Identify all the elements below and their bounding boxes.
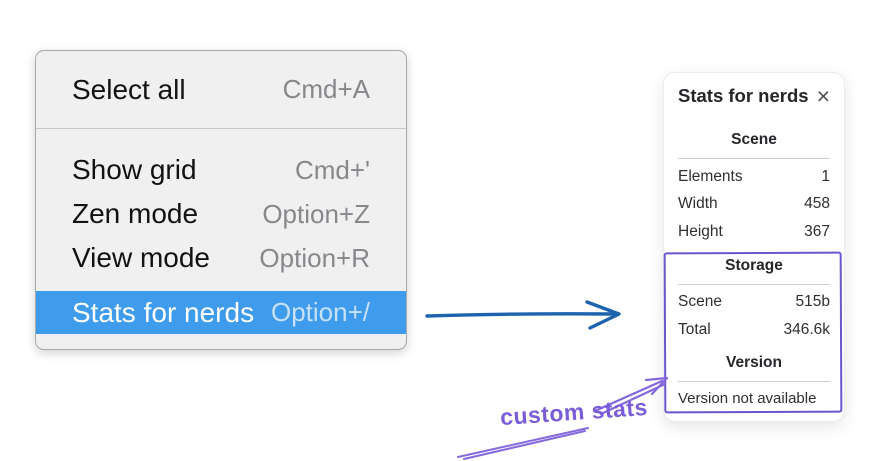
stats-panel-header: Stats for nerds × xyxy=(678,83,830,109)
blue-arrow xyxy=(425,300,621,330)
section-heading-scene: Scene xyxy=(731,131,777,148)
stat-value: 1 xyxy=(821,167,830,185)
menu-item-show-grid[interactable]: Show grid Cmd+' xyxy=(36,148,406,192)
menu-item-label: View mode xyxy=(72,242,211,273)
annotation-underline xyxy=(457,427,589,460)
stat-row-width: Width 458 xyxy=(678,191,830,219)
menu-item-shortcut: Option+/ xyxy=(270,297,370,327)
scene-rows: Elements 1 Width 458 Height 367 xyxy=(678,163,830,246)
menu-item-shortcut: Option+Z xyxy=(262,198,370,229)
menu-item-label: Zen mode xyxy=(72,198,199,229)
stat-value: 458 xyxy=(804,195,830,213)
menu-group: Show grid Cmd+' Zen mode Option+Z View m… xyxy=(36,129,406,334)
menu-item-shortcut: Cmd+A xyxy=(282,74,370,104)
menu-item-stats-for-nerds[interactable]: Stats for nerds Option+/ xyxy=(36,291,406,334)
version-note: Version not available xyxy=(678,390,817,407)
section-divider xyxy=(678,158,830,159)
stat-label: Width xyxy=(678,195,718,213)
menu-item-view-mode[interactable]: View mode Option+R xyxy=(36,236,406,280)
stat-label: Scene xyxy=(678,293,722,311)
menu-item-label: Stats for nerds xyxy=(72,296,255,328)
menu-item-zen-mode[interactable]: Zen mode Option+Z xyxy=(36,192,406,236)
stat-row-elements: Elements 1 xyxy=(678,163,830,191)
stat-row-scene-storage: Scene 515b xyxy=(678,289,830,317)
menu-divider xyxy=(36,128,406,129)
section-divider xyxy=(678,283,830,285)
stat-label: Total xyxy=(678,320,711,338)
context-menu: Select all Cmd+A Show grid Cmd+' Zen mod… xyxy=(35,50,407,350)
stat-row-total-storage: Total 346.6k xyxy=(678,316,830,344)
stat-label: Elements xyxy=(678,167,743,185)
stat-value: 515b xyxy=(795,293,830,311)
menu-item-shortcut: Cmd+' xyxy=(294,154,370,185)
menu-item-shortcut: Option+R xyxy=(259,242,370,273)
menu-item-select-all[interactable]: Select all Cmd+A xyxy=(36,51,406,128)
stat-row-height: Height 367 xyxy=(678,218,830,246)
annotation-label: custom stats xyxy=(499,393,649,431)
close-icon[interactable]: × xyxy=(816,82,830,109)
menu-item-label: Select all xyxy=(72,73,186,105)
stat-value: 346.6k xyxy=(783,320,830,338)
stat-label: Height xyxy=(678,222,723,240)
section-heading-version: Version xyxy=(726,353,782,371)
storage-rows: Scene 515b Total 346.6k xyxy=(678,289,830,344)
menu-item-label: Show grid xyxy=(72,154,197,185)
stat-value: 367 xyxy=(804,222,830,240)
stats-panel: Stats for nerds × Scene Elements 1 Width… xyxy=(663,72,845,422)
section-heading-storage: Storage xyxy=(725,256,783,274)
section-divider xyxy=(678,380,830,382)
stats-panel-title: Stats for nerds xyxy=(678,85,809,106)
